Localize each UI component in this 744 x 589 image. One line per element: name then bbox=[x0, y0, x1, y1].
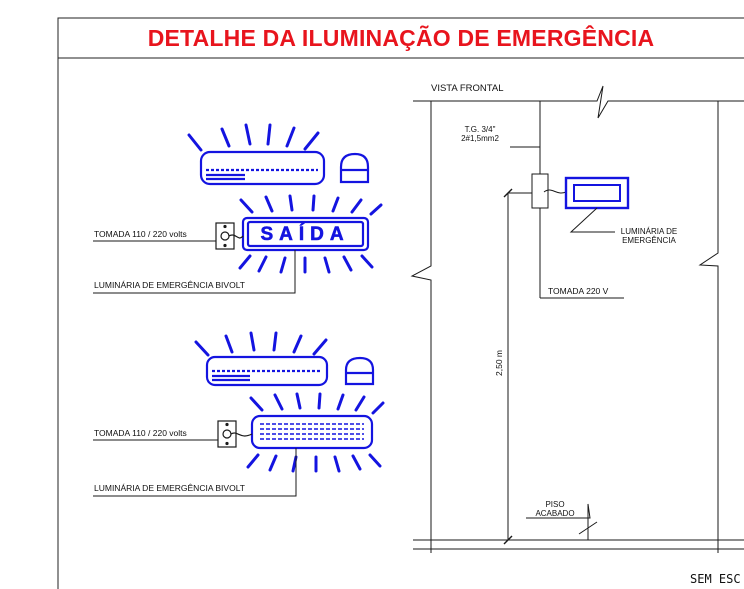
floor-finish-marker bbox=[526, 503, 591, 540]
scale-note: SEM ESC bbox=[690, 572, 741, 586]
socket-label-bottom: TOMADA 110 / 220 volts bbox=[94, 428, 187, 438]
exit-sign-fixture-top: SAÍDA bbox=[241, 216, 370, 252]
fixture-label-front-line1: LUMINÁRIA DE bbox=[621, 227, 677, 236]
emergency-fixture-side-top bbox=[339, 152, 370, 184]
socket-label-front: TOMADA 220 V bbox=[548, 286, 609, 296]
socket-label-top: TOMADA 110 / 220 volts bbox=[94, 229, 187, 239]
page-title: DETALHE DA ILUMINAÇÃO DE EMERGÊNCIA bbox=[147, 24, 655, 51]
wall-socket-top bbox=[215, 222, 244, 250]
emergency-fixture-side-bottom bbox=[344, 356, 375, 386]
fixture-group-bottom bbox=[194, 331, 385, 473]
light-rays-lower-top bbox=[238, 194, 383, 274]
conduit-label-line1: T.G. 3/4" bbox=[465, 125, 496, 134]
height-dimension-text: 2,50 m bbox=[494, 350, 504, 376]
wire-to-fixture bbox=[543, 189, 567, 194]
sheet-frame bbox=[57, 17, 744, 589]
ceiling-line bbox=[413, 85, 744, 119]
emergency-fixture-wide-top bbox=[199, 150, 326, 186]
wall-socket-bottom bbox=[217, 420, 253, 448]
front-view: VISTA FRONTAL bbox=[410, 83, 744, 553]
front-view-heading: VISTA FRONTAL bbox=[431, 83, 504, 94]
light-rays-upper-bottom bbox=[194, 331, 328, 357]
light-rays-lower-bottom bbox=[246, 392, 385, 473]
fixture-leader-bottom bbox=[93, 448, 297, 497]
light-rays-upper-top bbox=[187, 123, 320, 152]
emergency-fixture-front bbox=[564, 176, 630, 210]
floor-label-line1: PISO bbox=[545, 500, 564, 509]
fixture-leader-top bbox=[93, 250, 296, 294]
fixture-label-front-line2: EMERGÊNCIA bbox=[622, 236, 676, 245]
left-wall bbox=[410, 101, 432, 553]
fixture-label-top: LUMINÁRIA DE EMERGÊNCIA BIVOLT bbox=[94, 280, 245, 290]
right-wall bbox=[698, 101, 719, 553]
conduit-label-line2: 2#1,5mm2 bbox=[461, 134, 499, 143]
exit-sign-text: SAÍDA bbox=[260, 223, 349, 245]
fixture-label-bottom: LUMINÁRIA DE EMERGÊNCIA BIVOLT bbox=[94, 483, 245, 493]
fixture-leader-front bbox=[569, 207, 615, 233]
emergency-fixture-wide-bottom bbox=[205, 355, 329, 387]
floor-label-line2: ACABADO bbox=[535, 509, 574, 518]
emergency-fixture-grid-bottom bbox=[250, 414, 374, 450]
fixture-group-top: SAÍDA bbox=[187, 123, 383, 274]
